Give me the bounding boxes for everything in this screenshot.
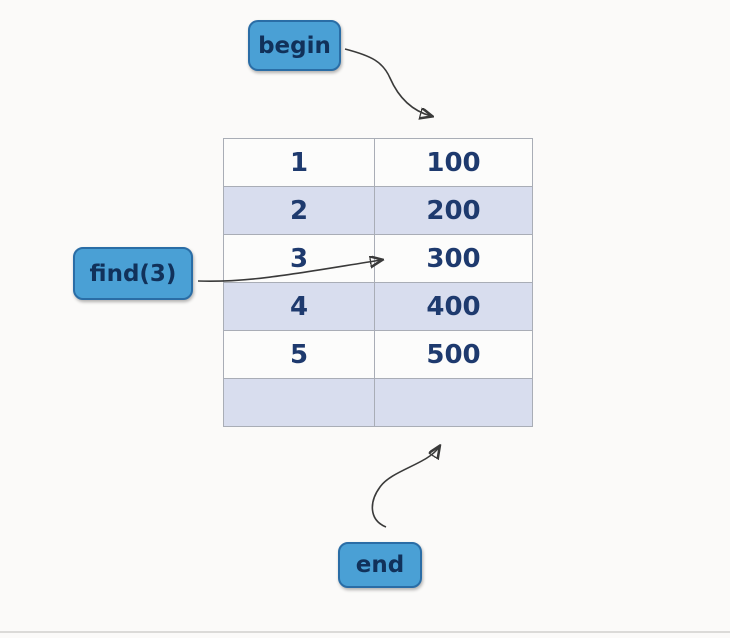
- table-cell-key: 5: [224, 331, 375, 378]
- find-label-text: find(3): [89, 260, 177, 287]
- table-cell-value: 100: [426, 147, 481, 178]
- end-arrow: [371, 447, 439, 528]
- table-cell-key: 4: [224, 283, 375, 330]
- table-cell-value: [375, 379, 532, 426]
- table-cell-value: 300: [426, 243, 481, 274]
- table-row: 3 300: [224, 234, 532, 282]
- bottom-edge-line: [0, 631, 730, 633]
- begin-arrow: [344, 48, 431, 116]
- end-label: end: [338, 542, 422, 588]
- table-cell-key: [224, 379, 375, 426]
- table-row: 4 400: [224, 282, 532, 330]
- table-cell-key: 1: [224, 139, 375, 186]
- table-cell-value: 500: [426, 339, 481, 370]
- find-label: find(3): [73, 247, 193, 300]
- table-row-empty: [224, 378, 532, 426]
- table-row: 1 100: [224, 139, 532, 186]
- table-cell-value: 400: [426, 291, 481, 322]
- key-value-table: 1 100 2 200 3 300 4 400 5 500: [223, 138, 533, 427]
- table-row: 5 500: [224, 330, 532, 378]
- table-cell-key: 2: [224, 187, 375, 234]
- begin-label-text: begin: [258, 32, 331, 59]
- table-row: 2 200: [224, 186, 532, 234]
- table-cell-value: 200: [426, 195, 481, 226]
- begin-label: begin: [248, 20, 341, 71]
- table-cell-key: 3: [224, 235, 375, 282]
- end-label-text: end: [355, 552, 405, 578]
